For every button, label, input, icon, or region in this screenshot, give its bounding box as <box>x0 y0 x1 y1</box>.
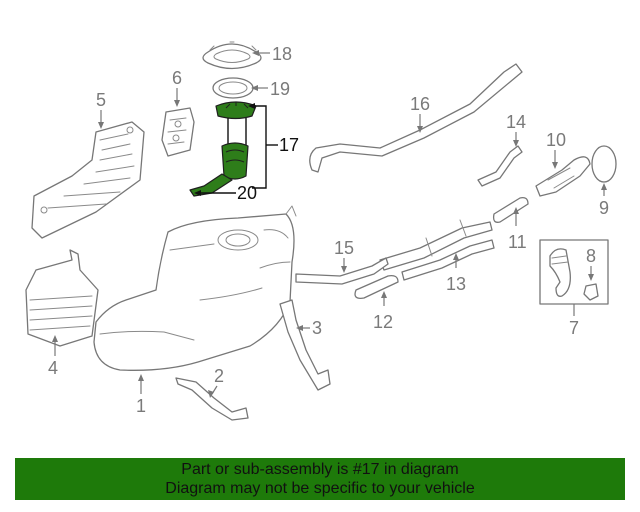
part-3-tank-band[interactable] <box>279 299 331 391</box>
callout-3-label: 3 <box>312 318 322 338</box>
callout-18-label: 18 <box>272 44 292 64</box>
part-6-bracket[interactable] <box>161 107 195 157</box>
banner-line-1: Part or sub-assembly is #17 in diagram <box>181 461 459 478</box>
callout-20-label: 20 <box>237 183 257 203</box>
callout-12: 12 <box>373 291 393 332</box>
part-11-hose[interactable] <box>492 196 529 223</box>
callout-14: 14 <box>506 112 526 147</box>
part-18-lock-ring[interactable] <box>202 41 262 70</box>
callout-19-label: 19 <box>270 79 290 99</box>
part-16-vent-tube[interactable] <box>309 63 523 173</box>
callout-7-label: 7 <box>569 318 579 338</box>
callout-8-label: 8 <box>586 246 596 266</box>
callout-11-label: 11 <box>508 232 527 252</box>
part-13-filler-pipe[interactable] <box>379 219 495 281</box>
callout-13-label: 13 <box>446 274 466 294</box>
part-14-hose[interactable] <box>477 145 523 187</box>
callout-10-label: 10 <box>546 130 566 150</box>
callout-11: 11 <box>508 207 527 252</box>
callout-8: 8 <box>586 246 596 281</box>
callout-7: 7 <box>569 304 579 338</box>
part-9-seal[interactable] <box>591 145 617 183</box>
callout-17-bracket: 17 <box>248 103 299 189</box>
callout-16: 16 <box>410 94 430 133</box>
info-banner: Part or sub-assembly is #17 in diagram D… <box>15 458 625 500</box>
callout-19: 19 <box>251 79 290 99</box>
callout-4: 4 <box>48 335 58 378</box>
callout-10: 10 <box>546 130 566 169</box>
callout-16-label: 16 <box>410 94 430 114</box>
part-10-filler-neck[interactable] <box>535 156 591 197</box>
callout-13: 13 <box>446 253 466 294</box>
callout-12-label: 12 <box>373 312 393 332</box>
callout-4-label: 4 <box>48 358 58 378</box>
callout-2-label: 2 <box>214 366 224 386</box>
part-2-tank-band[interactable] <box>175 377 249 421</box>
callout-3: 3 <box>296 318 322 338</box>
callout-15-label: 15 <box>334 238 354 258</box>
callout-5: 5 <box>96 90 106 129</box>
parts-diagram: 18 19 17 20 5 <box>25 41 617 421</box>
callout-15: 15 <box>334 238 354 273</box>
callout-1: 1 <box>136 374 146 416</box>
callout-5-label: 5 <box>96 90 106 110</box>
callout-9-label: 9 <box>599 198 609 218</box>
part-1-fuel-tank[interactable] <box>93 205 297 371</box>
part-19-gasket[interactable] <box>212 77 254 99</box>
callout-20: 20 <box>194 183 257 203</box>
callout-1-label: 1 <box>136 396 146 416</box>
callout-2: 2 <box>208 366 224 398</box>
callout-18: 18 <box>252 44 292 64</box>
callout-14-label: 14 <box>506 112 526 132</box>
part-15-hose[interactable] <box>295 257 389 285</box>
callout-9: 9 <box>599 183 609 218</box>
part-17-fuel-pump-assembly[interactable] <box>189 101 257 197</box>
part-5-heat-shield[interactable] <box>31 121 145 239</box>
callout-17-label: 17 <box>279 135 299 155</box>
callout-6-label: 6 <box>172 68 182 88</box>
part-12-hose[interactable] <box>354 274 399 299</box>
part-8-clip[interactable] <box>583 283 599 301</box>
callout-6: 6 <box>172 68 182 107</box>
banner-line-2: Diagram may not be specific to your vehi… <box>165 480 475 497</box>
part-4-protector[interactable] <box>25 249 99 347</box>
